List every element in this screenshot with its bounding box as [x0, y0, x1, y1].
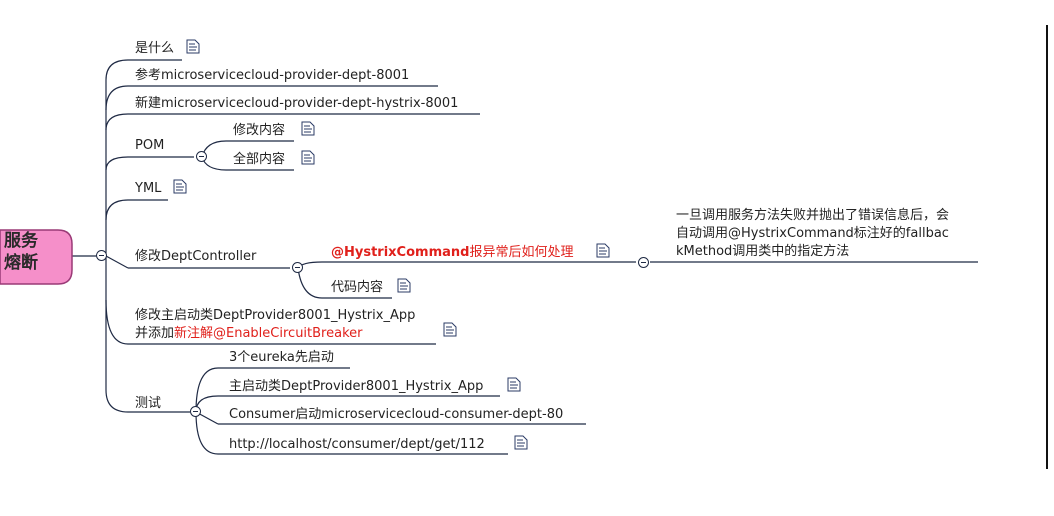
note-icon[interactable] — [443, 322, 457, 337]
note-icon[interactable] — [596, 243, 610, 258]
topic-test[interactable]: 测试 — [135, 396, 162, 411]
topic-pom[interactable]: POM — [135, 138, 165, 153]
collapse-toggle-test[interactable] — [190, 406, 201, 417]
root-node-shape — [0, 229, 73, 285]
hystrix-detail-line3[interactable]: kMethod调用类中的指定方法 — [676, 244, 850, 259]
main-class-annotation: 新注解@EnableCircuitBreaker — [174, 326, 363, 341]
collapse-toggle-hystrix[interactable] — [638, 257, 649, 268]
pom-full-content[interactable]: 全部内容 — [233, 152, 286, 167]
hystrix-detail-line2[interactable]: 自动调用@HystrixCommand标注好的fallbac — [676, 226, 949, 241]
topic-yml[interactable]: YML — [135, 181, 162, 196]
code-content[interactable]: 代码内容 — [331, 280, 384, 295]
note-icon[interactable] — [301, 150, 315, 165]
collapse-toggle-pom[interactable] — [196, 151, 207, 162]
canvas-edge-divider — [1046, 25, 1048, 469]
note-icon[interactable] — [301, 121, 315, 136]
note-icon[interactable] — [186, 39, 200, 54]
collapse-toggle-root[interactable] — [96, 250, 107, 261]
main-class-prefix: 并添加 — [135, 326, 175, 341]
note-icon[interactable] — [397, 278, 411, 293]
note-icon[interactable] — [507, 377, 521, 392]
hystrix-detail-line1[interactable]: 一旦调用服务方法失败并抛出了错误信息后，会 — [676, 208, 950, 223]
topic-reference[interactable]: 参考microservicecloud-provider-dept-8001 — [135, 68, 410, 83]
test-step-main-class[interactable]: 主启动类DeptProvider8001_Hystrix_App — [229, 379, 484, 394]
collapse-toggle-controller[interactable] — [292, 262, 303, 273]
hystrix-annotation: @HystrixCommand — [331, 245, 470, 260]
note-icon[interactable] — [173, 179, 187, 194]
topic-main-class-line1[interactable]: 修改主启动类DeptProvider8001_Hystrix_App — [135, 308, 416, 323]
test-step-url[interactable]: http://localhost/consumer/dept/get/112 — [229, 437, 485, 452]
root-node[interactable]: 服务 熔断 — [4, 230, 64, 274]
topic-controller[interactable]: 修改DeptController — [135, 249, 257, 264]
hystrix-topic[interactable]: @HystrixCommand报异常后如何处理 — [331, 245, 573, 261]
root-label-line2: 熔断 — [4, 253, 38, 273]
hystrix-topic-suffix: 报异常后如何处理 — [469, 245, 574, 260]
test-step-consumer[interactable]: Consumer启动microservicecloud-consumer-dep… — [229, 407, 564, 422]
pom-modify-content[interactable]: 修改内容 — [233, 123, 286, 138]
root-label-line1: 服务 — [4, 231, 38, 251]
topic-main-class-line2[interactable]: 并添加新注解@EnableCircuitBreaker — [135, 326, 363, 342]
note-icon[interactable] — [514, 435, 528, 450]
topic-what[interactable]: 是什么 — [135, 41, 175, 56]
test-step-eureka[interactable]: 3个eureka先启动 — [229, 350, 334, 365]
topic-new-module[interactable]: 新建microservicecloud-provider-dept-hystri… — [135, 96, 459, 111]
